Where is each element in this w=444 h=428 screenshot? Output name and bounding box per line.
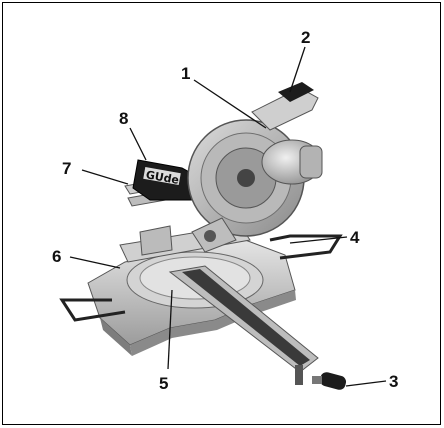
- pivot-arm: [191, 217, 237, 253]
- callout-leaders: [69, 46, 387, 387]
- figure-border: [2, 2, 441, 425]
- brand-label: GUde: [145, 168, 180, 187]
- support-bars: [59, 234, 343, 322]
- callout-3: 3: [389, 372, 398, 391]
- callout-7: 7: [62, 159, 71, 178]
- callout-4: 4: [350, 228, 360, 247]
- top-handle: [251, 82, 319, 131]
- callout-1: 1: [181, 64, 190, 83]
- callout-5: 5: [159, 374, 168, 393]
- motor-housing: [261, 139, 323, 185]
- bevel-lock-knob: [312, 372, 347, 390]
- callout-2: 2: [301, 28, 310, 47]
- extension-arm: [168, 265, 319, 385]
- callout-6: 6: [52, 247, 61, 266]
- laser-housing: GUde: [132, 159, 201, 201]
- callout-8: 8: [119, 109, 128, 128]
